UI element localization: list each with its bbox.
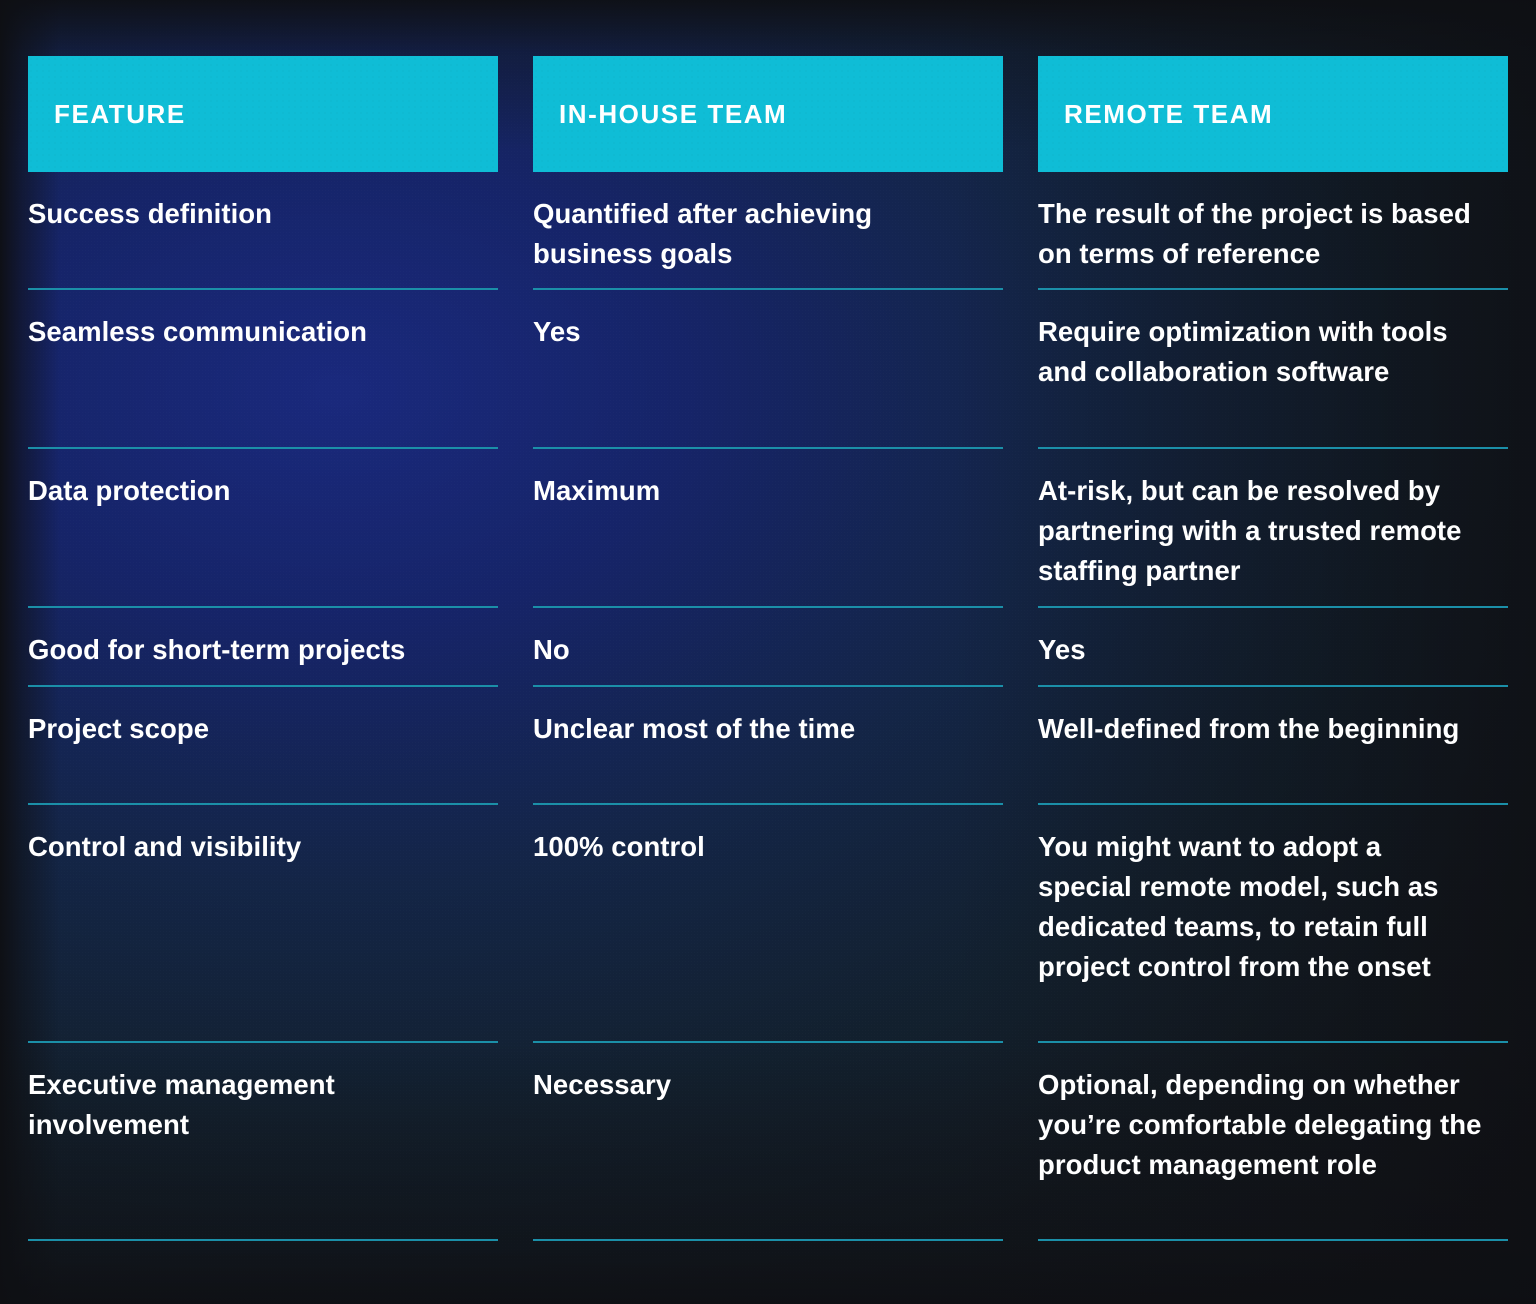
- table-cell-text: 100% control: [533, 831, 705, 862]
- column-header-in-house-team: IN-HOUSE TEAM: [533, 56, 1003, 172]
- column-header-remote-team: REMOTE TEAM: [1038, 56, 1508, 172]
- table-cell-text: Require optimization with tools and coll…: [1038, 316, 1448, 387]
- table-cell: Well-defined from the beginning: [1038, 687, 1508, 805]
- table-cell-text: Yes: [533, 316, 581, 347]
- table-cell-text: You might want to adopt a special remote…: [1038, 831, 1439, 982]
- table-cell-text: Success definition: [28, 198, 272, 229]
- column-header-label: FEATURE: [54, 98, 186, 129]
- table-cell-text: Maximum: [533, 475, 661, 506]
- table-cell: Success definition: [28, 172, 498, 290]
- table-cell-text: Unclear most of the time: [533, 713, 856, 744]
- table-cell: Yes: [533, 290, 1003, 449]
- table-cell: The result of the project is based on te…: [1038, 172, 1508, 290]
- column-header-label: IN-HOUSE TEAM: [559, 98, 788, 129]
- table-cell: Unclear most of the time: [533, 687, 1003, 805]
- table-cell-text: Control and visibility: [28, 831, 302, 862]
- column-body-in-house-team: Quantified after achieving business goal…: [533, 172, 1003, 1241]
- table-cell-text: No: [533, 634, 570, 665]
- table-cell: At-risk, but can be resolved by partneri…: [1038, 449, 1508, 608]
- column-in-house-team: IN-HOUSE TEAM Quantified after achieving…: [533, 56, 1003, 1241]
- table-cell: No: [533, 608, 1003, 687]
- column-remote-team: REMOTE TEAM The result of the project is…: [1038, 56, 1508, 1241]
- table-cell: Optional, depending on whether you’re co…: [1038, 1043, 1508, 1241]
- table-cell-text: Well-defined from the beginning: [1038, 713, 1460, 744]
- table-cell: Seamless communication: [28, 290, 498, 449]
- table-cell-text: Optional, depending on whether you’re co…: [1038, 1069, 1482, 1180]
- table-cell: Yes: [1038, 608, 1508, 687]
- table-cell: Necessary: [533, 1043, 1003, 1241]
- table-cell-text: Good for short-term projects: [28, 634, 406, 665]
- table-cell-text: Necessary: [533, 1069, 672, 1100]
- table-cell-text: At-risk, but can be resolved by partneri…: [1038, 475, 1462, 586]
- column-header-label: REMOTE TEAM: [1064, 98, 1274, 129]
- table-cell-text: Project scope: [28, 713, 210, 744]
- table-cell-text: Data protection: [28, 475, 231, 506]
- table-cell: Good for short-term projects: [28, 608, 498, 687]
- column-body-remote-team: The result of the project is based on te…: [1038, 172, 1508, 1241]
- table-cell: You might want to adopt a special remote…: [1038, 805, 1508, 1043]
- table-cell: Quantified after achieving business goal…: [533, 172, 1003, 290]
- table-cell-text: The result of the project is based on te…: [1038, 198, 1471, 269]
- table-cell-text: Yes: [1038, 634, 1086, 665]
- table-cell: Data protection: [28, 449, 498, 608]
- table-cell: Executive management involvement: [28, 1043, 498, 1241]
- table-cell: Maximum: [533, 449, 1003, 608]
- table-cell-text: Seamless communication: [28, 316, 367, 347]
- column-header-feature: FEATURE: [28, 56, 498, 172]
- table-cell-text: Quantified after achieving business goal…: [533, 198, 873, 269]
- table-cell: Project scope: [28, 687, 498, 805]
- table-cell: Require optimization with tools and coll…: [1038, 290, 1508, 449]
- table-cell: 100% control: [533, 805, 1003, 1043]
- table-cell: Control and visibility: [28, 805, 498, 1043]
- table-cell-text: Executive management involvement: [28, 1069, 335, 1140]
